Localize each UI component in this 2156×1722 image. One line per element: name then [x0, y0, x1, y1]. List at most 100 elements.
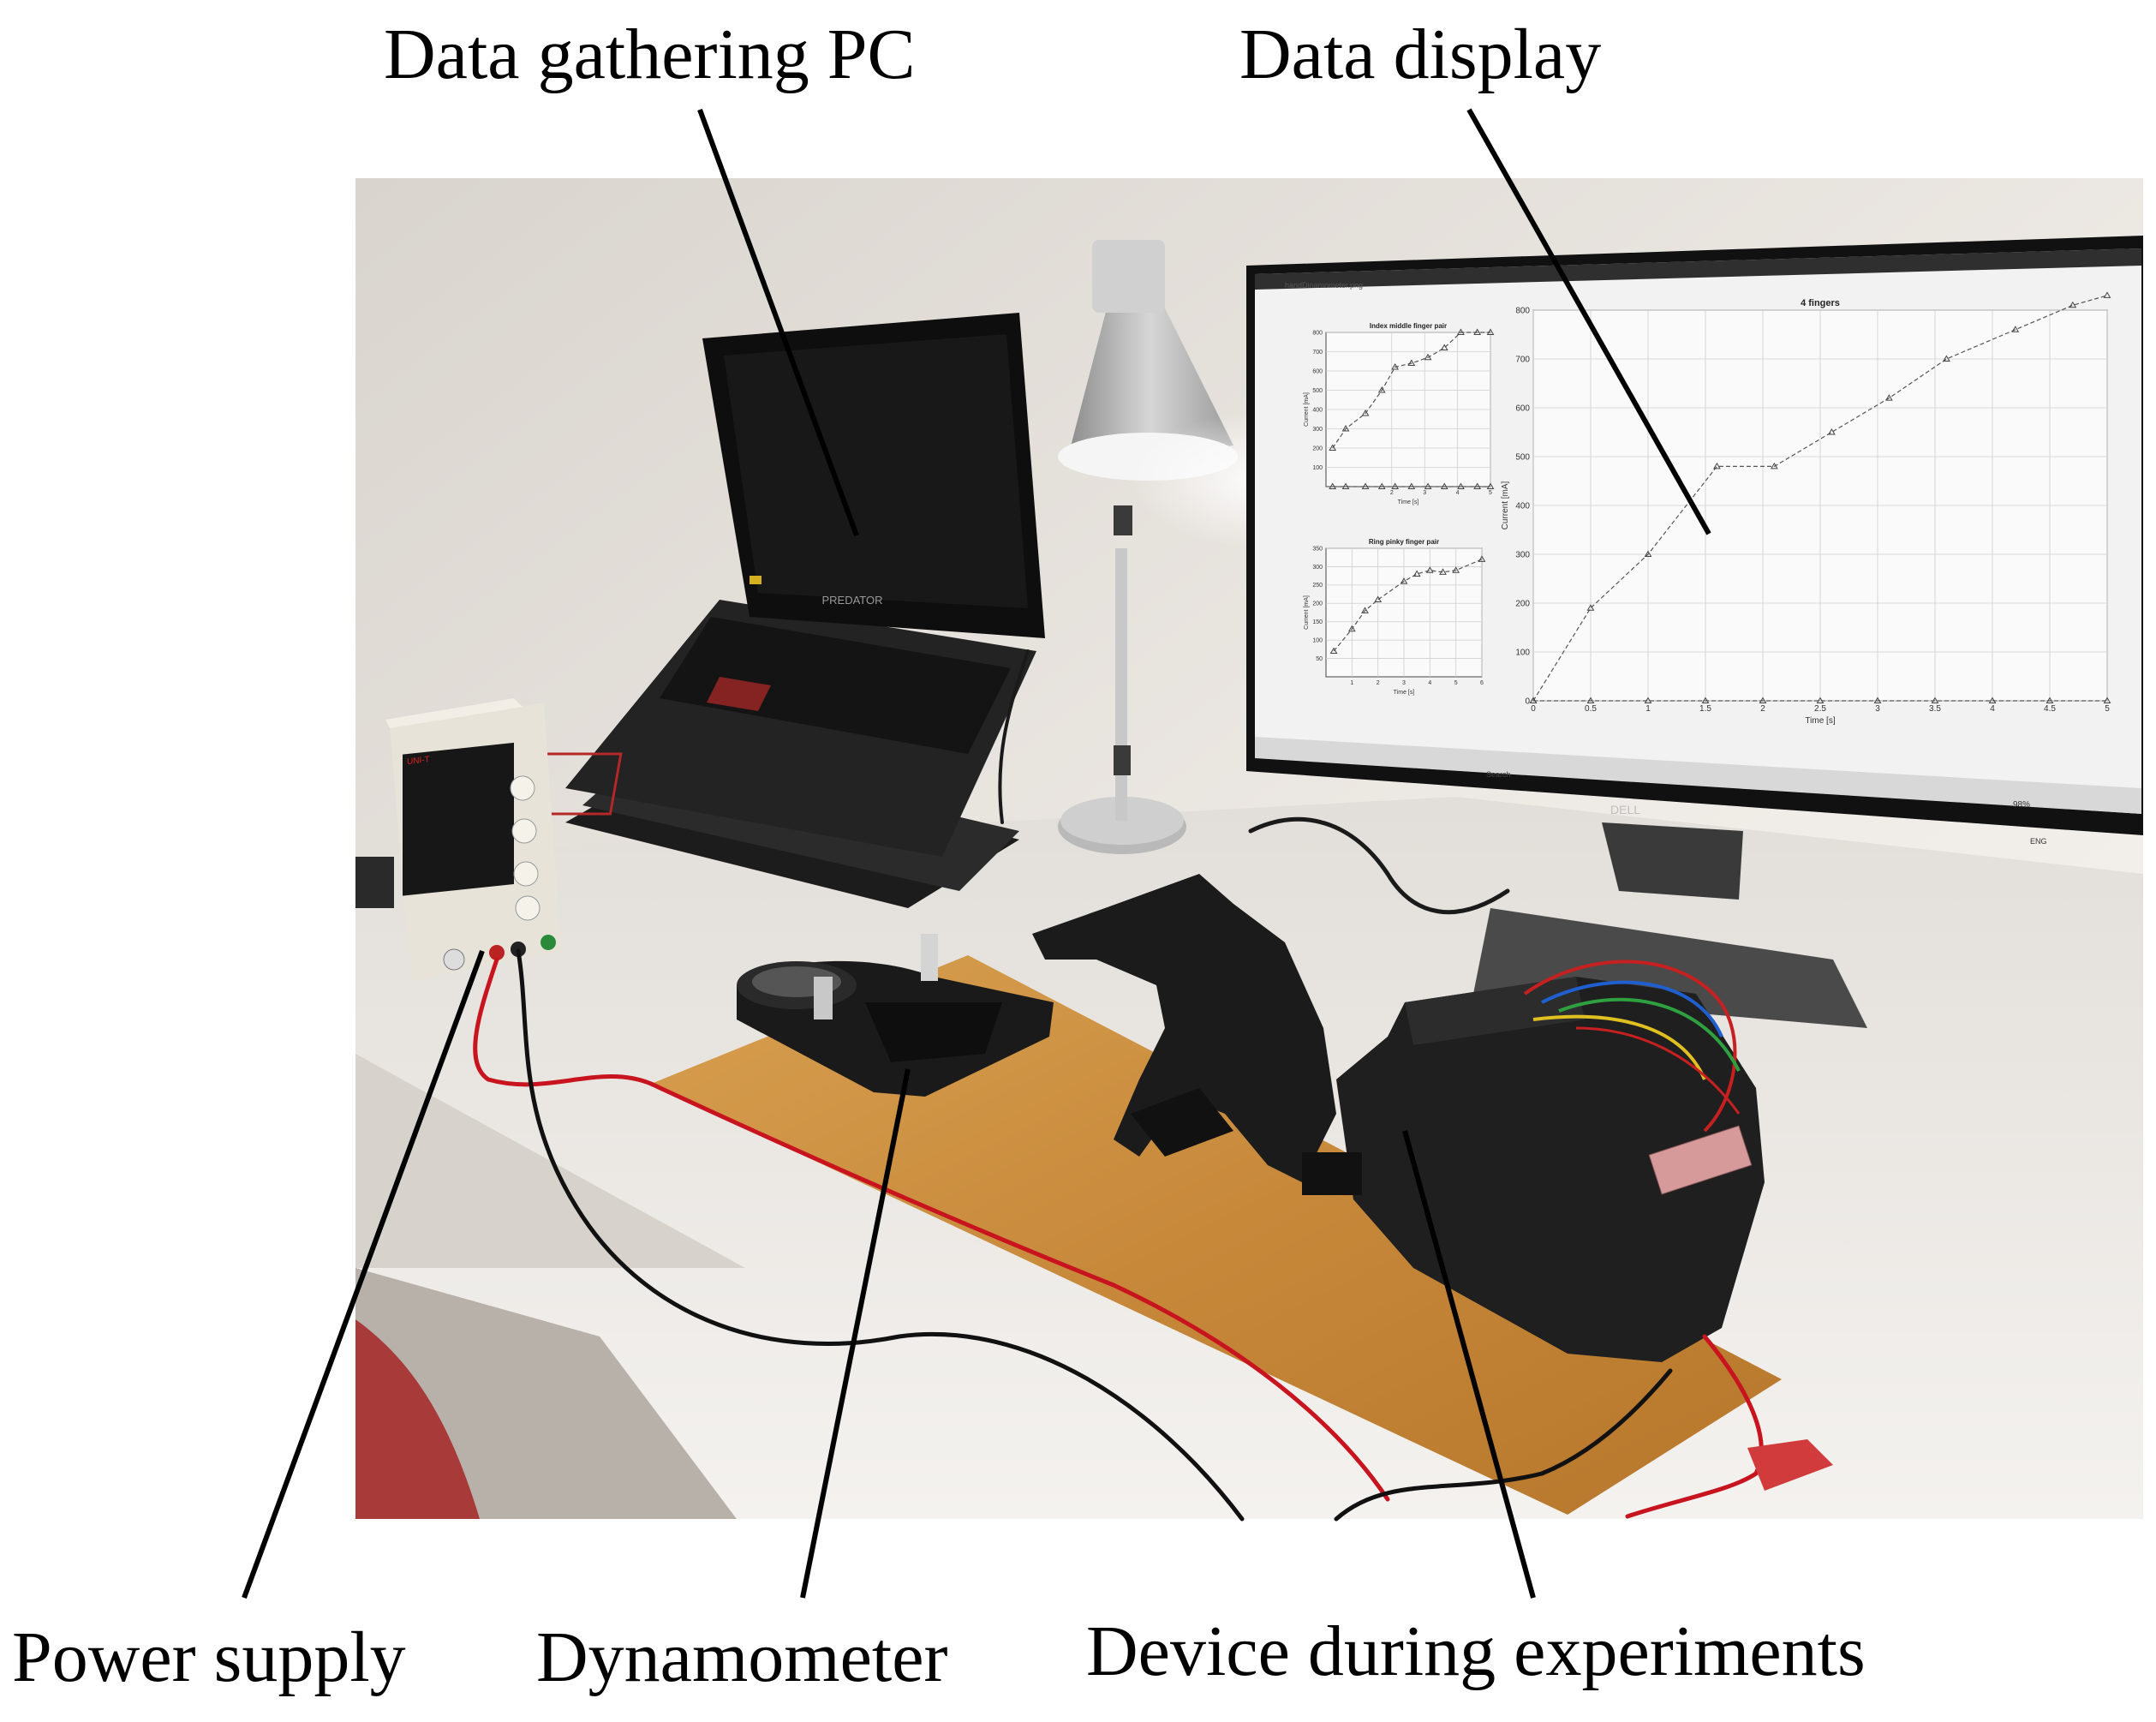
- label-power-supply: Power supply: [12, 1617, 406, 1697]
- data-point: [1407, 482, 1416, 489]
- data-point: [1988, 697, 1997, 703]
- data-point: [1885, 394, 1893, 401]
- x-tick-label: 1.5: [1699, 704, 1711, 714]
- data-point: [1759, 697, 1767, 703]
- x-tick-label: 3: [1875, 704, 1880, 714]
- x-tick-label: 2.5: [1814, 704, 1826, 714]
- x-axis-label: Time [s]: [1398, 499, 1419, 505]
- y-axis-label: Current [mA]: [1501, 481, 1510, 529]
- data-point: [1329, 482, 1337, 489]
- y-tick-label: 700: [1312, 350, 1323, 356]
- data-point: [1341, 482, 1350, 489]
- dynamometer: [737, 934, 1054, 1097]
- x-tick-label: 4: [1428, 680, 1431, 686]
- y-tick-label: 500: [1515, 452, 1530, 462]
- psu-brand: UNI-T: [407, 755, 430, 767]
- y-tick-label: 100: [1515, 648, 1530, 657]
- y-tick-label: 500: [1312, 388, 1323, 394]
- data-point: [1377, 386, 1386, 393]
- y-tick-label: 600: [1312, 368, 1323, 374]
- data-point: [1644, 697, 1652, 703]
- laptop-brand: PREDATOR: [821, 594, 882, 607]
- data-point: [1439, 568, 1447, 575]
- x-tick-label: 3.5: [1929, 704, 1941, 714]
- label-device-during-experiments: Device during experiments: [1086, 1611, 1866, 1691]
- chart-title: Ring pinky finger pair: [1369, 538, 1439, 546]
- taskbar-search: Search: [1486, 770, 1511, 779]
- data-point: [2046, 697, 2054, 703]
- data-point: [1771, 462, 1778, 469]
- x-tick-label: 4.5: [2044, 704, 2056, 714]
- data-point: [1347, 625, 1356, 632]
- x-tick-label: 5: [1489, 490, 1492, 496]
- screen-zoom: 98%: [2013, 800, 2030, 810]
- label-dynamometer: Dynamometer: [536, 1617, 948, 1697]
- data-point: [1424, 482, 1432, 489]
- data-point: [1943, 355, 1950, 362]
- data-point: [1391, 363, 1400, 370]
- data-point: [1400, 577, 1408, 584]
- x-tick-label: 0.5: [1585, 704, 1597, 714]
- data-point: [1816, 697, 1825, 703]
- data-point: [1586, 604, 1595, 611]
- y-tick-label: 400: [1312, 407, 1323, 413]
- x-tick-label: 2: [1760, 704, 1765, 714]
- series-line: [1333, 559, 1483, 652]
- y-tick-label: 800: [1312, 330, 1323, 336]
- data-point: [1452, 566, 1460, 573]
- x-tick-label: 5: [1454, 680, 1458, 686]
- data-point: [1873, 697, 1882, 703]
- data-point: [1407, 359, 1416, 366]
- data-point: [1361, 410, 1370, 416]
- y-tick-label: 200: [1312, 445, 1323, 451]
- series-line: [1332, 332, 1490, 449]
- x-tick-label: 2: [1377, 680, 1380, 686]
- data-point: [1931, 697, 1939, 703]
- data-point: [2069, 301, 2077, 308]
- chart-title: Index middle finger pair: [1370, 322, 1447, 330]
- x-tick-label: 2: [1390, 490, 1394, 496]
- data-point: [1329, 444, 1337, 451]
- data-point: [1425, 566, 1434, 573]
- series-line: [1532, 295, 2108, 702]
- y-tick-label: 400: [1515, 501, 1530, 511]
- y-tick-label: 300: [1515, 550, 1530, 559]
- label-data-gathering-pc: Data gathering PC: [384, 15, 916, 94]
- data-point: [1828, 428, 1836, 435]
- y-tick-label: 100: [1312, 465, 1323, 471]
- x-tick-label: 4: [1990, 704, 1995, 714]
- data-point: [1412, 570, 1421, 577]
- data-point: [1440, 344, 1448, 350]
- data-point: [1644, 550, 1652, 557]
- x-axis-label: Time [s]: [1394, 690, 1415, 696]
- data-point: [1457, 328, 1465, 335]
- y-tick-label: 50: [1316, 656, 1323, 662]
- data-point: [1341, 425, 1350, 432]
- x-tick-label: 1: [1350, 680, 1353, 686]
- power-supply: UNI-T: [385, 698, 561, 981]
- y-tick-label: 300: [1312, 565, 1323, 571]
- data-point: [1424, 353, 1432, 361]
- x-axis-label: Time [s]: [1805, 716, 1835, 726]
- data-point: [1713, 462, 1721, 469]
- data-point: [2011, 326, 2020, 332]
- y-tick-label: 800: [1515, 306, 1530, 315]
- data-point: [1478, 555, 1486, 562]
- y-tick-label: 0: [1525, 697, 1530, 706]
- x-tick-label: 4: [1456, 490, 1460, 496]
- y-tick-label: 200: [1515, 599, 1530, 608]
- data-point: [1457, 482, 1465, 489]
- data-point: [1361, 607, 1369, 613]
- x-tick-label: 3: [1402, 680, 1406, 686]
- x-tick-label: 5: [2105, 704, 2110, 714]
- y-tick-label: 600: [1515, 404, 1530, 413]
- y-axis-label: Current [mA]: [1304, 595, 1310, 630]
- monitor-brand: DELL: [1610, 803, 1640, 816]
- screen-language: ENG: [2030, 837, 2047, 846]
- data-point: [1361, 482, 1370, 489]
- screen-file-name: handDinamometer.png: [1285, 281, 1363, 290]
- y-tick-label: 350: [1312, 546, 1323, 552]
- y-tick-label: 250: [1312, 583, 1323, 589]
